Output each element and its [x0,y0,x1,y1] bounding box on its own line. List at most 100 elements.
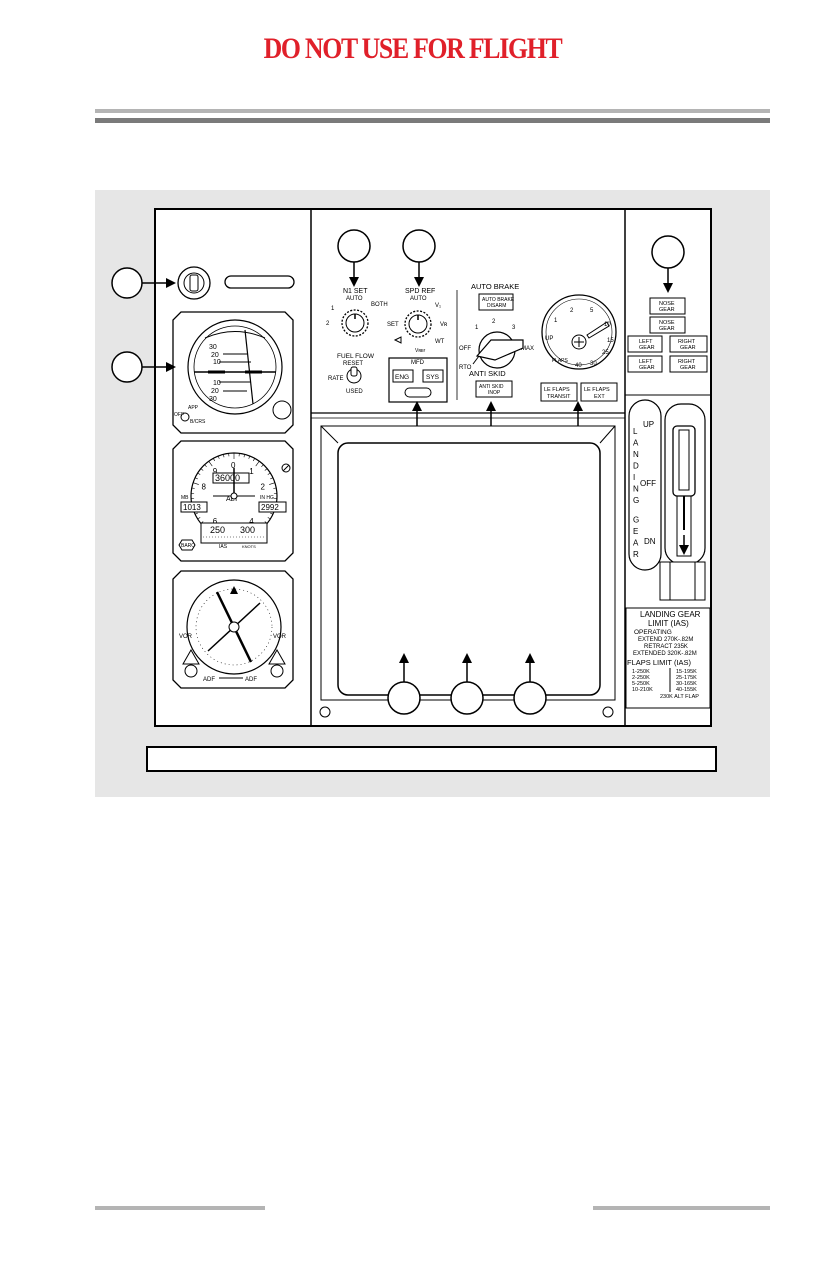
right-gear-upper-1: RIGHT [678,339,696,345]
placard-left-row: 1-250K [632,669,650,675]
landing-gear-letter: N [633,485,639,494]
placard-right-row: 40-155K [676,687,697,693]
altimeter-alt-label: ALT [226,496,239,503]
antiskid-inop-line2: INOP [488,390,501,396]
spd-ref-title: SPD REF [405,288,435,295]
altimeter-tick [194,512,198,515]
standby-altimeter-airspeed: 0123456789 36000 ALT MB 1013 IN HG 2992 … [172,440,294,562]
callout-bubble [387,681,421,715]
ias-tape-300: 300 [240,525,255,535]
callout-bubble [513,681,547,715]
callout-bubble [450,681,484,715]
mfd-sys-button[interactable] [422,369,444,383]
autobrake-p3: 3 [512,325,516,331]
altimeter-tick [267,472,271,475]
placard-alt-flap: 230K ALT FLAP [660,694,699,700]
fuel-flow-used: USED [346,389,363,395]
le-flaps-ext-line1: LE FLAPS [584,387,610,393]
ias-knots-label: KNOTS [242,544,256,549]
altimeter-tick [248,455,251,459]
altimeter-tick [193,482,199,485]
le-flaps-ext-line2: EXT [594,394,605,400]
rmi-adf-right: ADF [245,677,257,683]
rmi-vor-right: VOR [273,634,287,640]
altimeter-tick [264,468,268,471]
right-gear-lower-1: RIGHT [678,359,696,365]
adi-off-label: OFF [174,412,184,418]
mfd-sys-label: SYS [426,374,440,381]
altimeter-tick [273,487,277,489]
selector-knob-top-left[interactable] [177,266,211,300]
altimeter-tick [194,477,198,480]
autobrake-selector[interactable]: AUTO BRAKE AUTO BRAKE DISARM 1 2 3 OFF M… [459,282,534,398]
landing-gear-letter: N [633,450,639,459]
right-gear-lower-2: GEAR [680,365,696,371]
callout-bubble [402,229,436,263]
left-gear-upper-2: GEAR [639,345,655,351]
ias-label: IAS [219,544,228,550]
altimeter-tick [255,461,260,467]
altimeter-tick [208,461,213,467]
autobrake-off: OFF [459,346,471,352]
autobrake-rto: RTO [459,365,472,371]
fuel-flow-title: FUEL FLOW [337,353,375,360]
n1-set-auto: AUTO [346,296,363,302]
n1-set-selector[interactable]: N1 SET AUTO 1 BOTH 2 [326,288,388,337]
spd-ref-wt: WT [435,339,445,345]
antiskid-inop-light [475,380,513,398]
footer-rule-right [593,1206,770,1210]
landing-gear-letter: I [633,473,635,482]
antiskid-title: ANTI SKID [469,369,506,378]
altimeter-tick [197,472,201,475]
n1-set-pos1: 1 [331,306,335,312]
standby-attitude-indicator: 30 20 10 10 20 30 APP OFF B/CRS [172,311,294,434]
n1-set-title: N1 SET [343,288,368,295]
flaps-2: 2 [570,308,574,314]
altimeter-tick [269,482,275,485]
header-rule-light [95,109,770,113]
le-flaps-transit-line2: TRANSIT [547,394,571,400]
left-gear-lower-1: LEFT [639,359,653,365]
n1-set-both: BOTH [371,302,388,308]
header-rule-dark [95,118,770,123]
altimeter-digit: 1 [249,467,254,476]
mfd-panel: MFD ENG SYS [388,357,448,403]
instrument-panel-diagram: 30 20 10 10 20 30 APP OFF B/CRS 01234567… [111,208,712,727]
callout-bubble [651,235,685,269]
landing-gear-letter: D [633,462,639,471]
autobrake-p1: 1 [475,325,479,331]
mfd-eng-button[interactable] [392,369,414,383]
placard-left-row: 2-250K [632,675,650,681]
placard-right-row: 25-175K [676,675,697,681]
spd-ref-selector[interactable]: SPD REF AUTO V₁ SET Vʀ WT Vʀᴇғ [387,288,448,354]
adi-pitch-label: 30 [209,344,217,351]
fuel-flow-switch[interactable]: FUEL FLOW RESET RATE USED [328,353,375,395]
autobrake-p2: 2 [492,319,496,325]
altimeter-tick [270,477,274,480]
placard-title-1: LANDING GEAR [640,610,701,619]
placard-left-row: 5-250K [632,681,650,687]
gear-lever-off: OFF [640,479,656,488]
spd-ref-set: SET [387,322,399,328]
n1-set-pos2: 2 [326,321,330,327]
nose-gear-upper-2: GEAR [659,307,675,313]
le-flaps-transit-light [540,382,578,402]
altimeter-tick [217,455,220,459]
gear-lever-dn: DN [644,537,656,546]
altimeter-tick [261,464,264,468]
adi-pitch-label: 30 [209,396,217,403]
placard-extend: EXTEND 270K-.82M [638,637,693,643]
flaps-30: 30 [590,361,597,367]
altimeter-tick [197,517,201,520]
altimeter-tick [213,458,215,462]
adi-pitch-label: 20 [211,388,219,395]
adi-bcrs-label: B/CRS [190,419,206,425]
autobrake-disarm-light [478,293,514,311]
landing-gear-letter: G [633,516,639,525]
footer-rule-left [95,1206,265,1210]
flaps-15: 15 [607,338,614,344]
ias-tape-250: 250 [210,525,225,535]
autobrake-max: MAX [521,346,534,352]
